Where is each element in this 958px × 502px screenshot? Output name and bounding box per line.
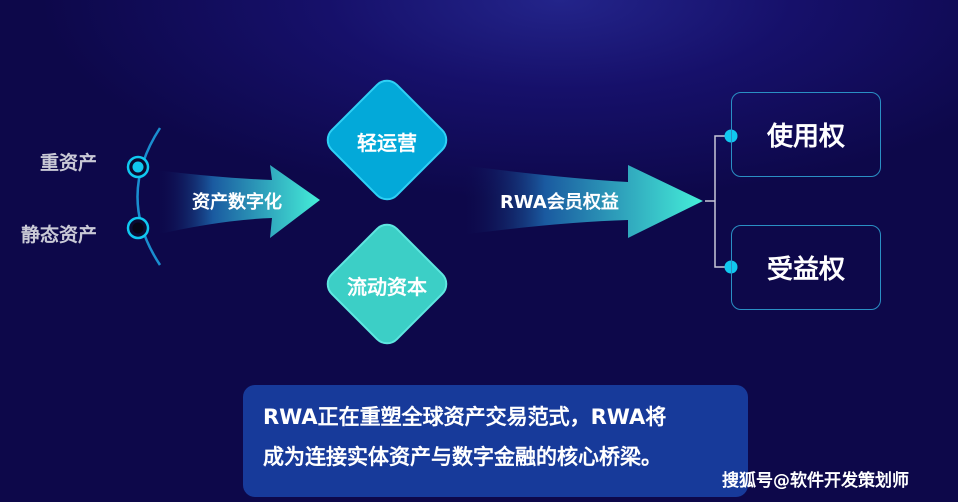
asset-arc	[136, 127, 162, 266]
diamond-label-light-operation: 轻运营	[357, 131, 417, 155]
digitization-arrow	[155, 165, 320, 238]
arrow-label-membership: RWA会员权益	[500, 192, 619, 213]
box-usage-right: 使用权	[731, 92, 881, 177]
label-heavy-asset: 重资产	[40, 152, 98, 174]
summary-line-2: 成为连接实体资产与数字金融的核心桥梁。	[263, 445, 662, 469]
arrow-label-digitization: 资产数字化	[192, 192, 282, 213]
label-static-asset: 静态资产	[21, 224, 98, 246]
node-dot	[132, 161, 144, 173]
summary-line-1: RWA正在重塑全球资产交易范式，RWA将	[263, 405, 667, 429]
diamond-label-liquid-capital: 流动资本	[347, 275, 427, 299]
summary-box: RWA正在重塑全球资产交易范式，RWA将 成为连接实体资产与数字金融的核心桥梁。	[243, 385, 748, 497]
node-dot	[132, 222, 144, 234]
diamond-liquid-capital	[326, 223, 448, 345]
watermark: 搜狐号@软件开发策划师	[722, 471, 909, 491]
box-benefit-right: 受益权	[731, 225, 881, 310]
bracket-connector	[705, 135, 730, 268]
membership-arrow	[460, 165, 703, 238]
diamond-light-operation	[326, 79, 448, 201]
